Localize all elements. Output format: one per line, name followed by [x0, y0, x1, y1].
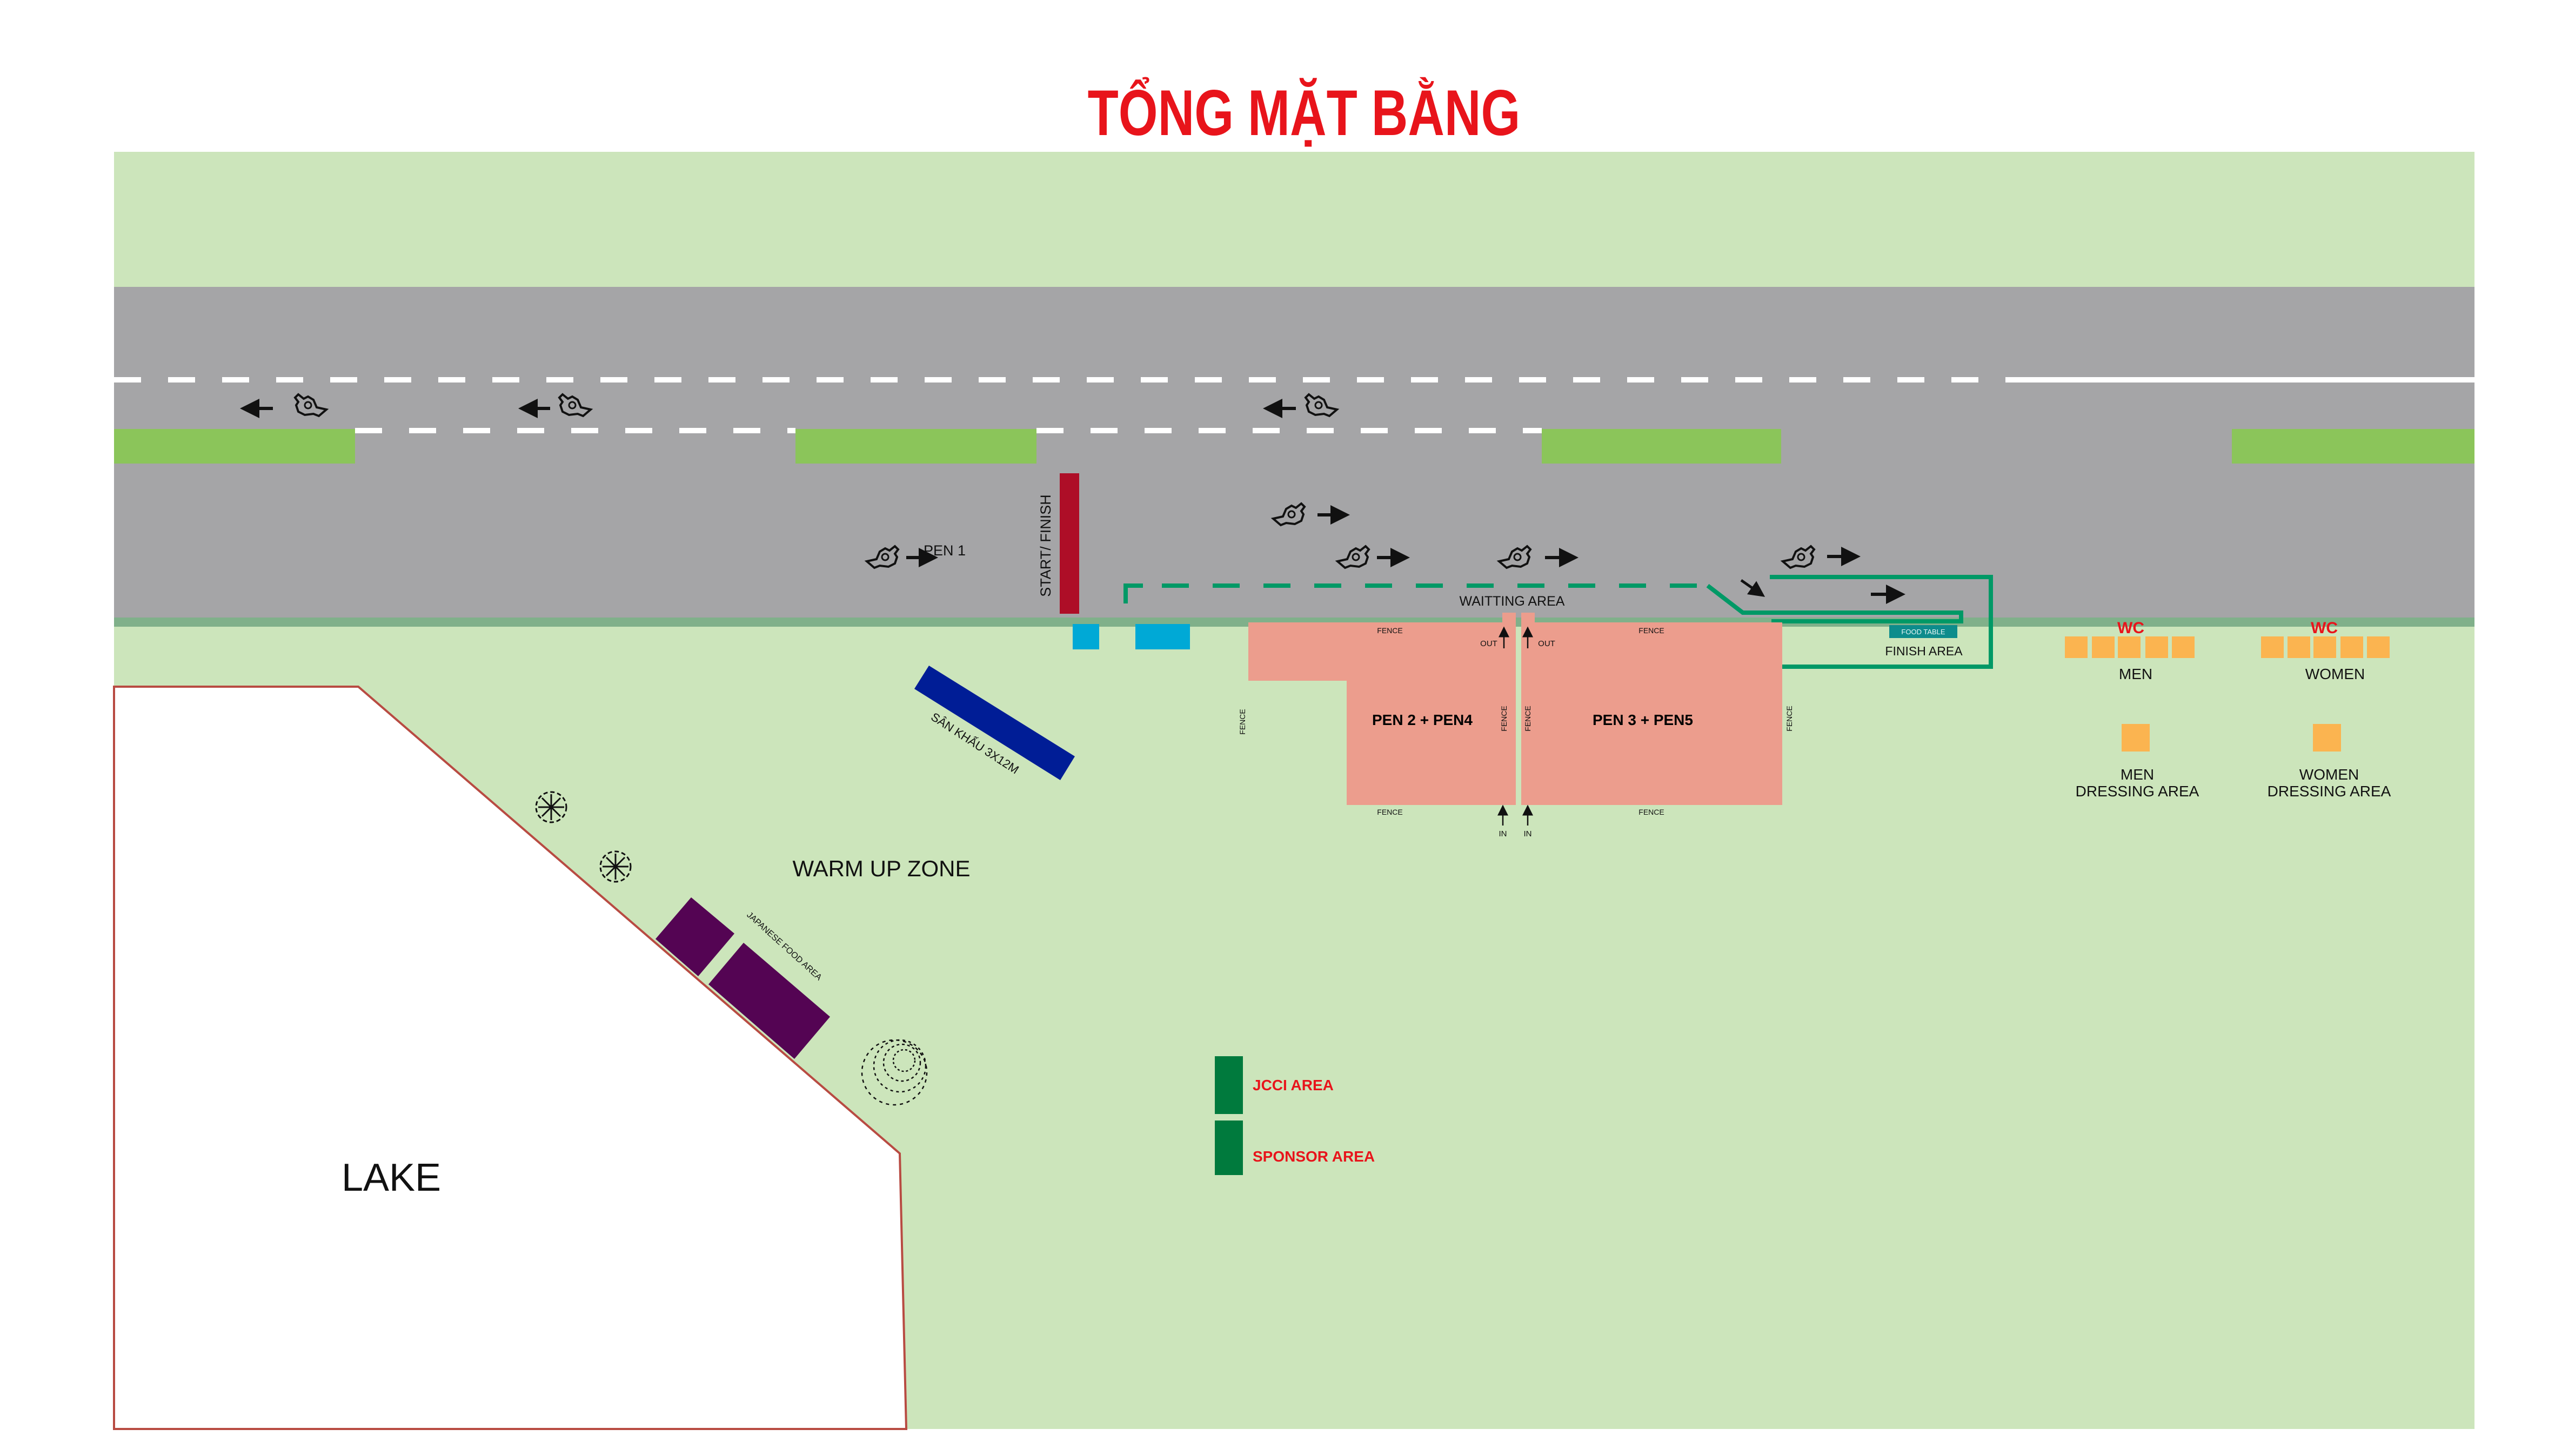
pen-2-4-label: PEN 2 + PEN4 [1372, 712, 1473, 728]
wc-men-units [2065, 636, 2195, 658]
shrub-icon [861, 1039, 928, 1106]
fence-label: FENCE [1377, 808, 1402, 816]
pen-3-5 [1521, 613, 1782, 805]
jcci-area-booth [1215, 1056, 1243, 1114]
stage [914, 666, 1075, 780]
tree-icon [535, 791, 567, 823]
food-table-label: FOOD TABLE [1901, 628, 1945, 636]
out-label: OUT [1480, 639, 1497, 648]
tree-icon [599, 850, 632, 883]
food-stall-2 [708, 943, 830, 1059]
jcci-area-label: JCCI AREA [1253, 1077, 1334, 1093]
fence-label: FENCE [1638, 626, 1664, 635]
pen-2-4 [1248, 613, 1516, 805]
median-3 [1542, 429, 1781, 464]
tent-1 [1073, 624, 1099, 649]
finish-area-label: FINISH AREA [1885, 644, 1963, 658]
out-label: OUT [1538, 639, 1555, 648]
page-title: TỔNG MẶT BẰNG [1088, 77, 1521, 149]
men-dressing-label: MEN [2121, 766, 2154, 783]
food-stall-1 [656, 897, 734, 976]
pen-3-5-label: PEN 3 + PEN5 [1593, 712, 1693, 728]
women-dressing-label-2: DRESSING AREA [2268, 783, 2391, 800]
sponsor-area-booth [1215, 1120, 1243, 1175]
men-dressing-label-2: DRESSING AREA [2076, 783, 2199, 800]
women-dressing-tent [2313, 724, 2341, 752]
wc-women-caption: WOMEN [2305, 666, 2365, 682]
median-2 [795, 429, 1036, 464]
fence-label: FENCE [1238, 709, 1247, 734]
waiting-area-route [1123, 575, 1993, 669]
wc-men-label: WC [2117, 619, 2144, 637]
start-finish-label: START/ FINISH [1038, 494, 1054, 597]
median-4 [2232, 429, 2474, 464]
wc-women-units [2261, 636, 2390, 658]
in-label: IN [1499, 829, 1507, 838]
fence-label: FENCE [1377, 626, 1402, 635]
tent-2 [1135, 624, 1190, 649]
women-dressing-label: WOMEN [2299, 766, 2359, 783]
fence-label: FENCE [1500, 706, 1508, 731]
wc-men-caption: MEN [2119, 666, 2152, 682]
lake [113, 686, 908, 1430]
median-1 [114, 429, 355, 464]
wc-women-label: WC [2311, 619, 2338, 637]
fence-label: FENCE [1523, 706, 1532, 731]
pen1-label: PEN 1 [924, 542, 966, 559]
fence-label: FENCE [1638, 808, 1664, 816]
food-table [1889, 625, 1957, 638]
arrow-diagonal-icon [1740, 579, 1765, 597]
road [114, 287, 2474, 624]
fence-label: FENCE [1785, 706, 1794, 731]
warm-up-zone-label: WARM UP ZONE [792, 856, 970, 881]
men-dressing-tent [2122, 724, 2150, 752]
start-finish-gate [1060, 473, 1079, 614]
in-label: IN [1524, 829, 1532, 838]
sponsor-area-label: SPONSOR AREA [1253, 1148, 1375, 1165]
lake-label: LAKE [342, 1156, 441, 1199]
waiting-area-label: WAITTING AREA [1460, 594, 1565, 609]
